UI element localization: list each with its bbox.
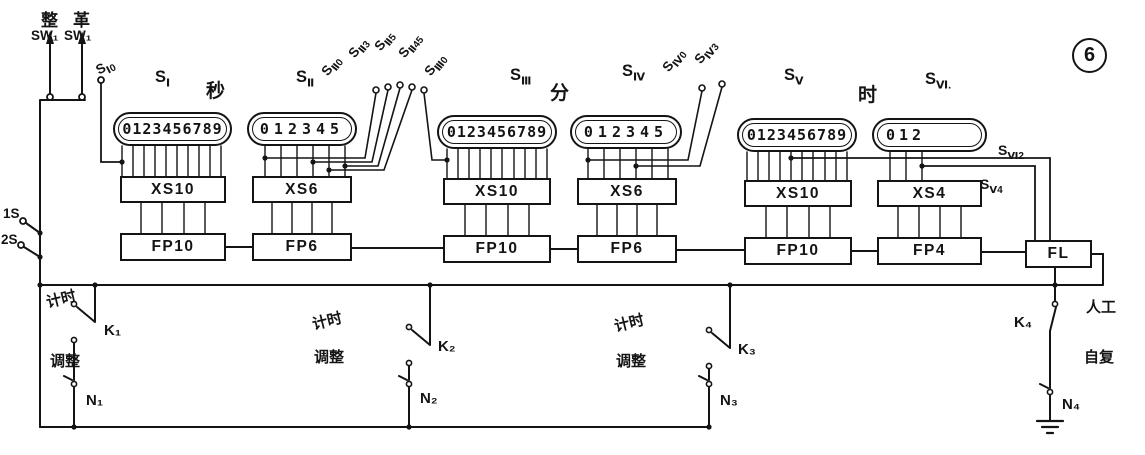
n4-button[interactable] — [1039, 330, 1054, 421]
carry-chain-wires — [225, 246, 1026, 253]
unit-label-minutes: 分 — [550, 83, 570, 104]
k4-mode-manual: 人工 — [1086, 299, 1117, 316]
k2-mode-adjust: 调整 — [314, 349, 345, 366]
figure-number-badge: 6 — [1072, 38, 1107, 73]
counter-1: FP10 — [120, 233, 226, 261]
n1-label: N₁ — [86, 392, 104, 409]
k3-mode-adjust: 调整 — [616, 353, 647, 370]
k1-switch[interactable] — [70, 284, 96, 344]
counter-5: FP10 — [744, 237, 852, 265]
decoder-2: XS6 — [252, 176, 352, 203]
k4-label: K₄ — [1014, 314, 1032, 331]
sw-char-2: 革 — [73, 11, 90, 30]
tube-label-6: SⅥ. — [925, 70, 952, 92]
tube-label-2: SⅡ — [296, 68, 315, 90]
tap-si0-wire — [97, 76, 123, 163]
tube-4-digits: 012345 — [583, 123, 669, 141]
n4-label: N₄ — [1062, 396, 1080, 413]
tube-label-3: SⅢ — [510, 66, 532, 88]
tap-label-sv4: SⅤ4 — [980, 176, 1003, 196]
tube-3-digits: 0123456789 — [446, 123, 548, 141]
k2-label: K₂ — [438, 338, 456, 355]
bcd-lines — [140, 202, 962, 238]
arrowhead-icon — [46, 31, 54, 44]
decoder-4: XS6 — [577, 178, 677, 205]
unit-label-seconds: 秒 — [206, 81, 226, 102]
tube-1-digits: 0123456789 — [122, 120, 223, 138]
counter-3: FP10 — [443, 235, 551, 263]
k3-label: K₃ — [738, 341, 756, 358]
junction-dots — [37, 155, 1058, 430]
tube-label-1: SⅠ — [155, 68, 171, 90]
minutes-tap-wires — [587, 80, 726, 167]
n3-label: N₃ — [720, 392, 738, 409]
counter-2: FP6 — [252, 233, 352, 261]
seconds-tap-wires — [264, 81, 448, 171]
k3-switch[interactable] — [705, 284, 731, 370]
sw2-label: SW₁ — [64, 28, 92, 43]
switch-1s-2s[interactable] — [17, 217, 41, 258]
display-tube-4: 012345 — [570, 115, 682, 149]
tube-5-digits: 0123456789 — [746, 126, 848, 144]
counter-4: FP6 — [577, 235, 677, 263]
decoder-6: XS4 — [877, 180, 982, 207]
fl-block: FL — [1025, 240, 1092, 268]
arrowhead-icon — [78, 31, 86, 44]
display-tube-6: 012 — [872, 118, 987, 152]
n2-label: N₂ — [420, 390, 438, 407]
ground-icon — [1035, 419, 1065, 435]
decoder-5: XS10 — [744, 180, 852, 207]
k1-label: K₁ — [104, 322, 122, 339]
switch-2s-label: 2S — [1, 232, 18, 247]
n1-button[interactable] — [63, 342, 78, 428]
n2-button[interactable] — [398, 365, 413, 428]
unit-label-hours: 时 — [858, 85, 878, 106]
tap-label-svi2: SⅥ2 — [998, 142, 1024, 162]
tube-2-digits: 012345 — [259, 120, 345, 138]
decoder-1: XS10 — [120, 176, 226, 203]
display-tube-3: 0123456789 — [437, 115, 557, 149]
tube-6-digits: 012 — [886, 126, 926, 144]
tube-label-4: SⅣ — [622, 62, 646, 84]
tube-label-5: SⅤ — [784, 66, 804, 88]
display-tube-1: 0123456789 — [113, 112, 232, 146]
counter-6: FP4 — [877, 237, 982, 265]
power-rails — [39, 96, 1104, 428]
n3-button[interactable] — [698, 368, 713, 428]
switch-1s-label: 1S — [3, 206, 20, 221]
display-tube-5: 0123456789 — [737, 118, 857, 152]
sw-switch-arrows[interactable] — [46, 31, 86, 101]
sw1-label: SW₁ — [31, 28, 59, 43]
sw-char-1: 整 — [41, 11, 58, 30]
k4-switch[interactable] — [1049, 267, 1059, 332]
k1-mode-adjust: 调整 — [50, 353, 81, 370]
k4-mode-auto: 自复 — [1084, 349, 1115, 366]
display-tube-2: 012345 — [247, 112, 357, 146]
hours-tap-wires — [790, 157, 1051, 241]
decoder-3: XS10 — [443, 178, 551, 205]
k2-switch[interactable] — [405, 284, 431, 367]
